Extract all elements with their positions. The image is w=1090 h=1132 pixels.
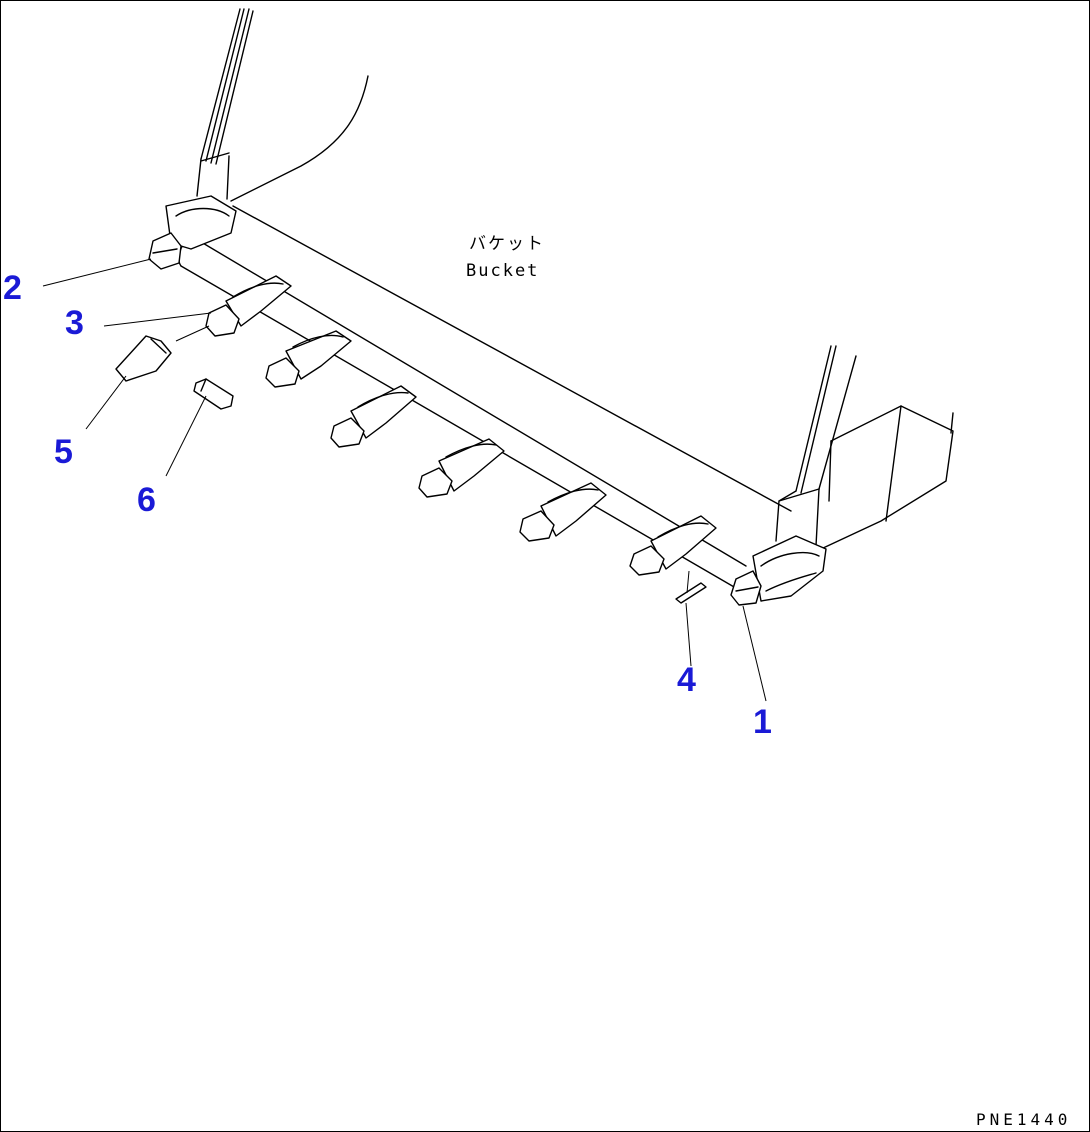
tooth-adapter-6 <box>629 515 717 576</box>
bucket-body <box>230 75 954 550</box>
lock-piece-part <box>675 582 707 604</box>
callout-2: 2 <box>3 269 22 307</box>
callout-4: 4 <box>677 661 696 699</box>
callout-1: 1 <box>753 703 772 741</box>
tooth-adapter-4 <box>418 438 505 498</box>
callout-5: 5 <box>54 433 73 471</box>
tooth-adapter-3 <box>330 385 417 448</box>
tooth-adapter-5 <box>519 482 607 542</box>
right-arm <box>775 345 857 547</box>
drawing-code: PNE1440 <box>976 1110 1071 1129</box>
left-corner-shroud <box>148 195 237 270</box>
bucket-label-en: Bucket <box>466 261 539 281</box>
bucket-label-jp: バケット <box>469 234 545 254</box>
callout-3: 3 <box>65 304 84 342</box>
pin-part <box>193 378 234 410</box>
callout-6: 6 <box>137 481 156 519</box>
leader-lines <box>42 258 767 702</box>
tooth-adapter-2 <box>265 330 352 388</box>
left-arm <box>196 8 254 200</box>
tooth-adapter-1 <box>205 275 292 337</box>
right-corner-shroud <box>730 535 827 606</box>
tooth-point-part <box>115 335 172 382</box>
